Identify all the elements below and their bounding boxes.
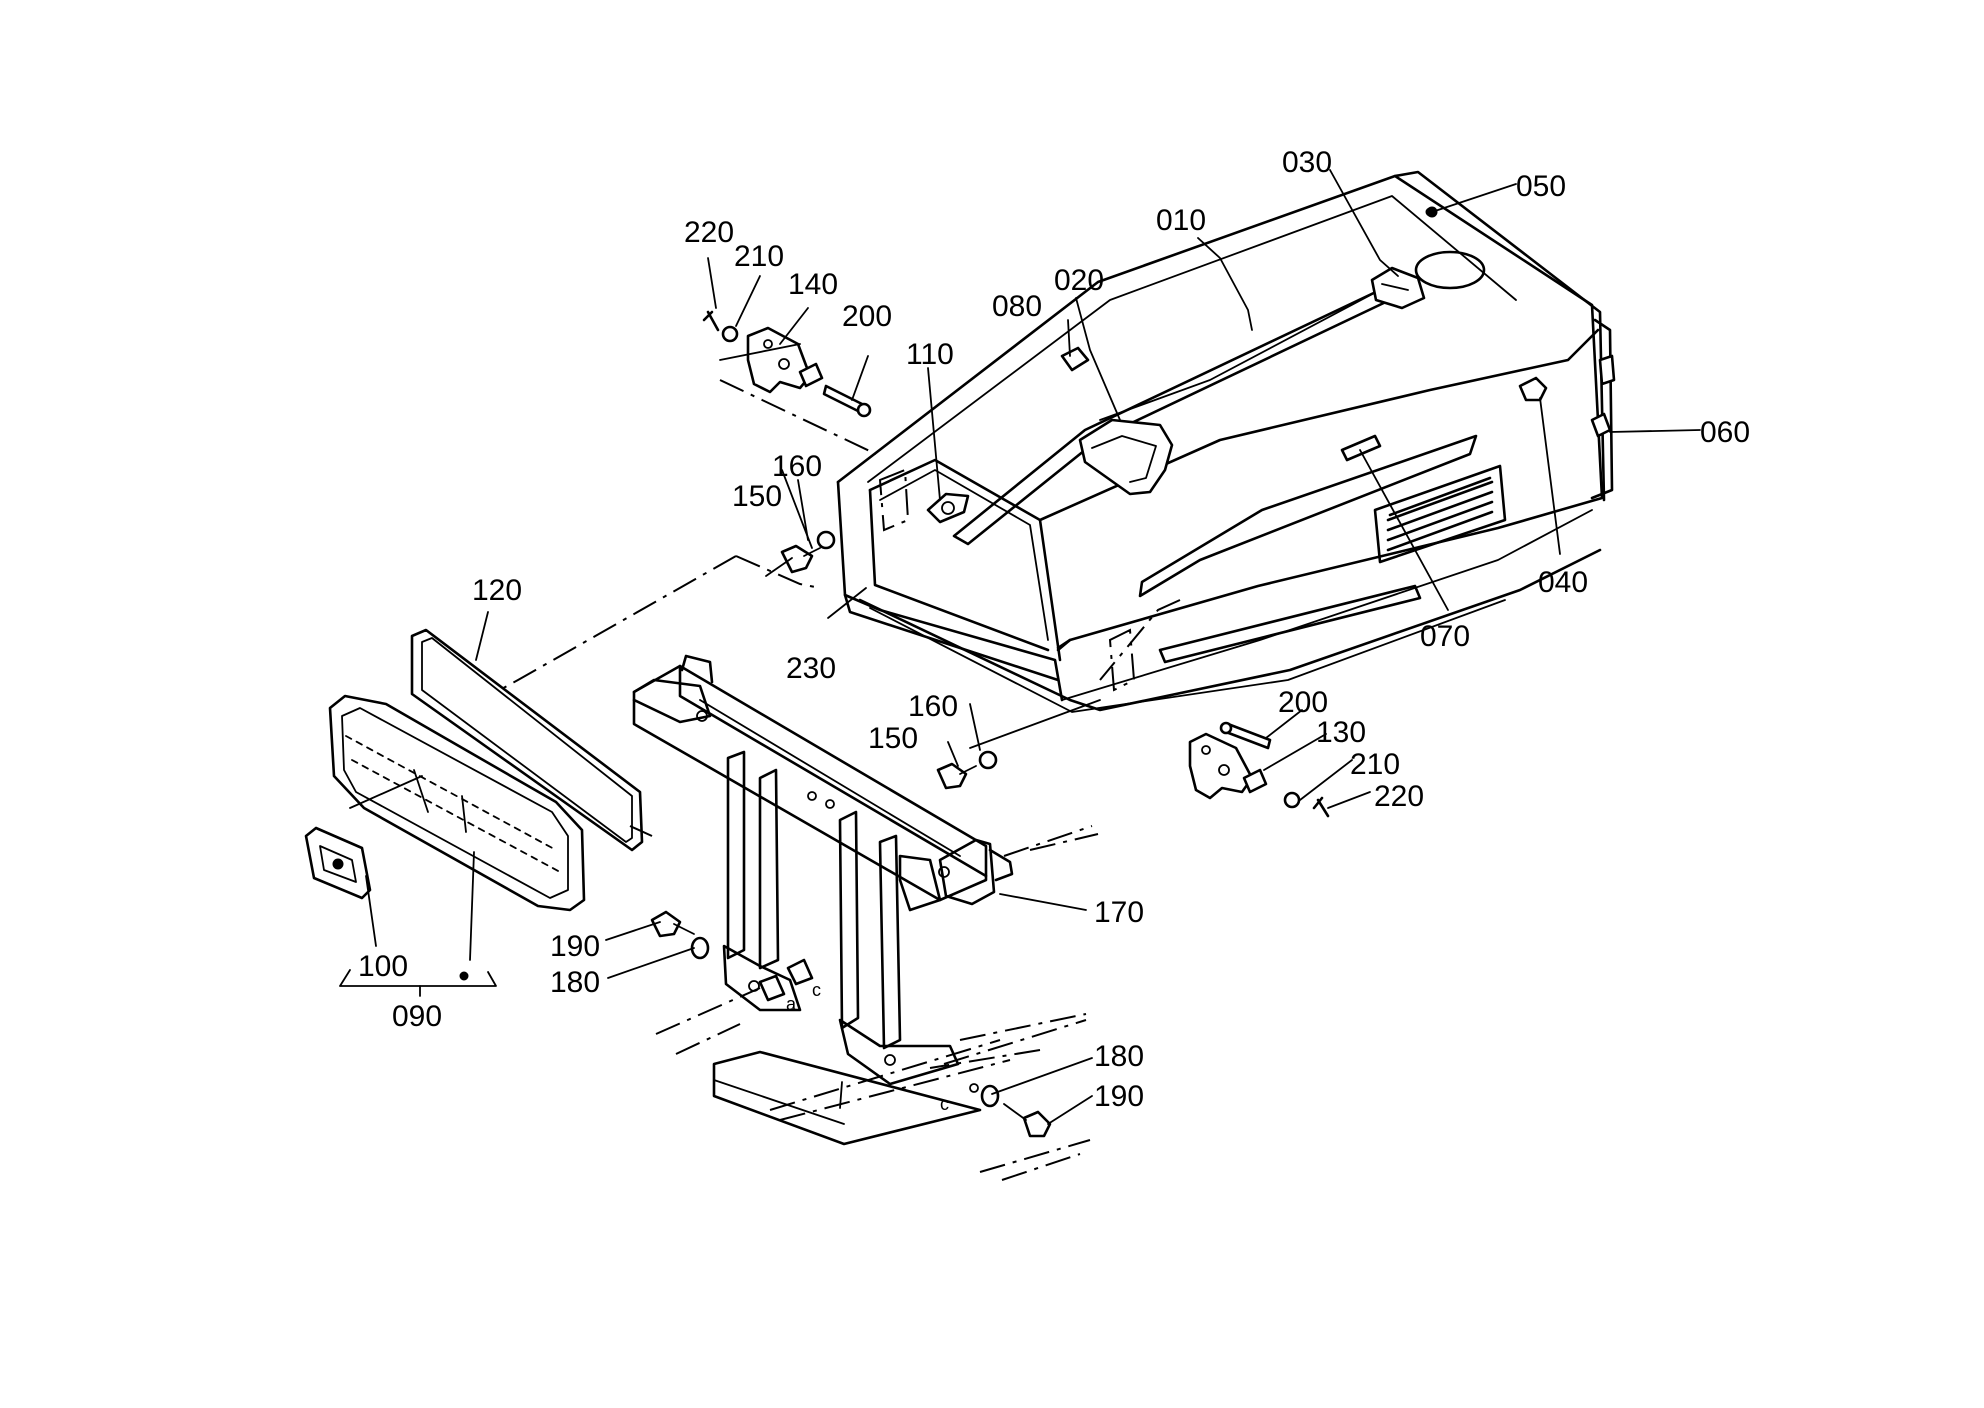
label-160-lower: 160 xyxy=(908,690,958,723)
label-090: 090 xyxy=(392,1000,442,1033)
bolt-part-190-left xyxy=(650,910,695,938)
reference-letters: a c c xyxy=(786,980,949,1114)
label-070: 070 xyxy=(1420,620,1470,653)
label-030: 030 xyxy=(1282,146,1332,179)
label-110: 110 xyxy=(906,338,954,371)
label-180-left: 180 xyxy=(550,966,600,999)
leader-lines xyxy=(339,169,1701,1125)
washer-part-210-right xyxy=(1283,791,1301,809)
ref-letter-c-1: c xyxy=(812,980,821,1000)
label-200-lower: 200 xyxy=(1278,686,1328,719)
ref-letter-a: a xyxy=(786,994,797,1014)
small-washer-icon xyxy=(969,1083,979,1093)
front-grille-part-090 xyxy=(328,694,586,912)
label-170: 170 xyxy=(1094,896,1144,929)
cotter-pin-part-220-left xyxy=(702,310,720,332)
label-220-upper: 220 xyxy=(684,216,734,249)
washer-part-160-upper xyxy=(816,530,836,550)
label-180-right: 180 xyxy=(1094,1040,1144,1073)
washer-part-210-left xyxy=(721,325,739,343)
label-190-left: 190 xyxy=(550,930,600,963)
label-210-lower: 210 xyxy=(1350,748,1400,781)
label-130: 130 xyxy=(1316,716,1366,749)
label-160-upper: 160 xyxy=(772,450,822,483)
knob-part-030 xyxy=(1370,266,1426,310)
label-140: 140 xyxy=(788,268,838,301)
washer-part-160-lower xyxy=(978,750,998,770)
gasket-part-120 xyxy=(410,628,644,852)
clip-part-060 xyxy=(1590,354,1616,438)
label-080: 080 xyxy=(992,290,1042,323)
label-050: 050 xyxy=(1516,170,1566,203)
part-number-labels: 010 020 030 040 050 060 070 080 090 100 … xyxy=(358,146,1750,1113)
latch-part-020 xyxy=(1078,418,1174,496)
label-190-right: 190 xyxy=(1094,1080,1144,1113)
reference-dot-icon-2 xyxy=(1425,207,1435,217)
bolt-part-190-right xyxy=(1003,1103,1052,1138)
label-150-upper: 150 xyxy=(732,480,782,513)
label-060: 060 xyxy=(1700,416,1750,449)
bolt-part-150-upper xyxy=(780,544,821,574)
hinge-right-130 xyxy=(1188,732,1268,800)
cap-part-080 xyxy=(1060,346,1090,372)
label-150-lower: 150 xyxy=(868,722,918,755)
label-200-upper: 200 xyxy=(842,300,892,333)
ref-letter-c-2: c xyxy=(940,1094,949,1114)
hinge-left-140 xyxy=(746,326,824,394)
label-100: 100 xyxy=(358,950,408,983)
reference-dot-icon xyxy=(459,971,469,981)
label-010: 010 xyxy=(1156,204,1206,237)
pin-part-200-left xyxy=(822,384,872,418)
emblem-part-110 xyxy=(926,492,970,524)
label-220-lower: 220 xyxy=(1374,780,1424,813)
pin-part-200-right xyxy=(1219,721,1272,750)
bolt-part-150-lower xyxy=(936,762,977,790)
washer-part-180-right xyxy=(980,1084,1000,1108)
badge-part-100 xyxy=(304,826,372,900)
label-020: 020 xyxy=(1054,264,1104,297)
label-040: 040 xyxy=(1538,566,1588,599)
cotter-pin-part-220-right xyxy=(1312,796,1330,818)
centerlines xyxy=(495,343,1101,1181)
hood-assembly xyxy=(836,170,1614,713)
label-230: 230 xyxy=(786,652,836,685)
bushing-part-040 xyxy=(1518,376,1548,402)
label-120: 120 xyxy=(472,574,522,607)
label-210-upper: 210 xyxy=(734,240,784,273)
